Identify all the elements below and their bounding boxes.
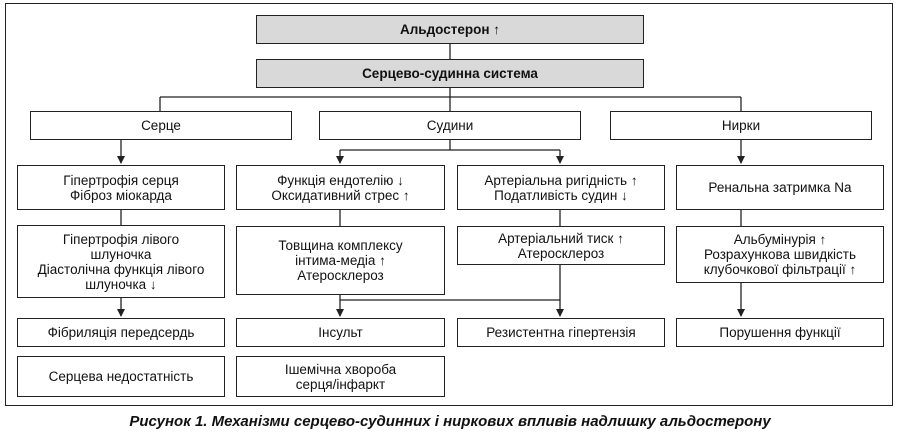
heart-box: Серце [30,111,292,140]
figure-caption: Рисунок 1. Механізми серцево-судинних і … [129,413,771,430]
renal-na-retention-box: Ренальна затримка Na [676,165,884,210]
diagram-frame [5,3,893,406]
endothelium-box: Функція ендотелію ↓ Оксидативний стрес ↑ [236,165,445,210]
heart-hypertrophy-box: Гіпертрофія серця Фіброз міокарда [17,165,225,210]
kidneys-box: Нирки [610,111,872,140]
stroke-box: Інсульт [236,318,445,347]
vessels-box: Судини [319,111,581,140]
atrial-fibrillation-box: Фібриляція передсердь [17,318,225,347]
heart-failure-box: Серцева недостатність [17,356,225,397]
renal-dysfunction-box: Порушення функції [676,318,884,347]
ischemic-heart-disease-box: Ішемічна хвороба серця/інфаркт [236,356,445,397]
blood-pressure-box: Артеріальний тиск ↑ Атеросклероз [457,226,665,265]
imt-box: Товщина комплексу інтима-медіа ↑ Атероск… [236,226,445,295]
albuminuria-box: Альбумінурія ↑ Розрахункова швидкість кл… [676,226,884,283]
lv-hypertrophy-box: Гіпертрофія лівого шлуночка Діастолічна … [17,225,225,298]
resistant-hypertension-box: Резистентна гіпертензія [457,318,665,347]
arterial-stiffness-box: Артеріальна ригідність ↑ Податливість су… [457,165,665,210]
cv-system-box: Серцево-судинна система [256,59,644,88]
aldosterone-box: Альдостерон ↑ [256,15,644,44]
